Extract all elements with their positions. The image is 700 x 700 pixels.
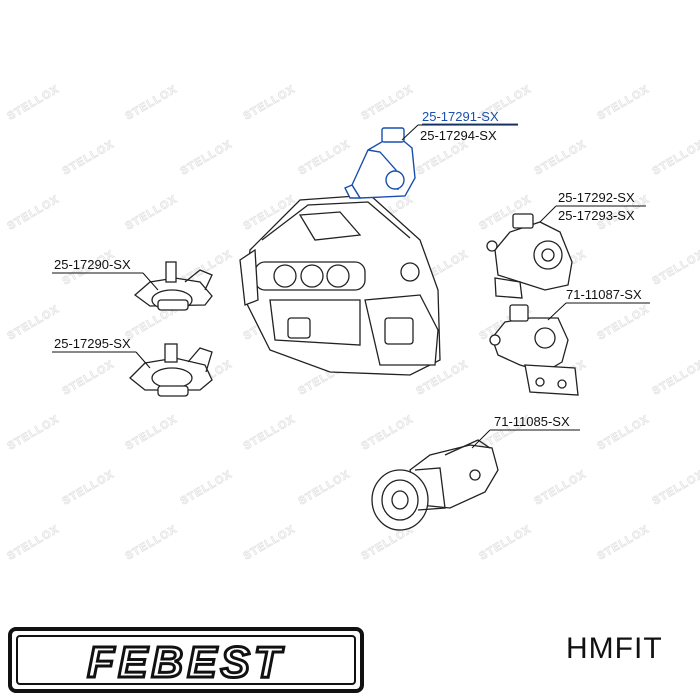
watermark-text: STELLOX [478, 523, 534, 562]
watermark-text: STELLOX [242, 83, 298, 122]
watermark-text: STELLOX [179, 468, 235, 507]
mount-71-11087-sx[interactable] [489, 304, 579, 396]
watermark-text: STELLOX [596, 303, 652, 342]
watermark-text: STELLOX [179, 138, 235, 177]
watermark-text: STELLOX [360, 83, 416, 122]
watermark-text: STELLOX [242, 523, 298, 562]
part-label-25-17293-sx: 25-17293-SX [558, 208, 635, 223]
watermark-text: STELLOX [124, 193, 180, 232]
watermark-text: STELLOX [533, 468, 589, 507]
watermark-text: STELLOX [596, 83, 652, 122]
watermark-text: STELLOX [6, 193, 62, 232]
watermark-text: STELLOX [61, 138, 117, 177]
watermark-text: STELLOX [596, 523, 652, 562]
mount-25-17291-sx[interactable] [344, 127, 416, 199]
watermark-text: STELLOX [124, 83, 180, 122]
engine-block-illustration [239, 194, 441, 376]
watermark-text: STELLOX [6, 83, 62, 122]
part-label-25-17295-sx: 25-17295-SX [54, 336, 131, 351]
part-label-71-11087-sx: 71-11087-SX [566, 287, 642, 302]
mount-25-17292-sx[interactable] [486, 213, 573, 299]
part-label-25-17292-sx: 25-17292-SX [558, 190, 635, 205]
brand-code: HMFIT [566, 632, 663, 665]
watermark-text: STELLOX [596, 413, 652, 452]
svg-text:FEBEST: FEBEST [87, 638, 285, 687]
watermark-text: STELLOX [297, 468, 353, 507]
watermark-text: STELLOX [415, 138, 471, 177]
part-label-71-11085-sx: 71-11085-SX [494, 414, 570, 429]
mount-25-17295-sx[interactable] [129, 343, 213, 397]
watermark-text: STELLOX [61, 468, 117, 507]
watermark-text: STELLOX [6, 523, 62, 562]
watermark-text: STELLOX [297, 138, 353, 177]
watermark-text: STELLOX [533, 138, 589, 177]
part-label-25-17291-sx: 25-17291-SX [422, 109, 499, 124]
watermark-text: STELLOX [242, 413, 298, 452]
watermark-text: STELLOX [651, 358, 700, 397]
watermark-text: STELLOX [6, 413, 62, 452]
watermark-text: STELLOX [360, 413, 416, 452]
watermark-text: STELLOX [61, 358, 117, 397]
mount-71-11085-sx[interactable] [371, 439, 499, 531]
watermark-text: STELLOX [651, 138, 700, 177]
watermark-text: STELLOX [651, 468, 700, 507]
leader-lines [52, 124, 650, 449]
febest-logo: FEBEST [8, 627, 364, 693]
watermark-text: STELLOX [124, 413, 180, 452]
part-label-25-17294-sx: 25-17294-SX [420, 128, 497, 143]
watermark-text: STELLOX [124, 523, 180, 562]
watermark-text: STELLOX [651, 248, 700, 287]
part-label-25-17290-sx: 25-17290-SX [54, 257, 131, 272]
